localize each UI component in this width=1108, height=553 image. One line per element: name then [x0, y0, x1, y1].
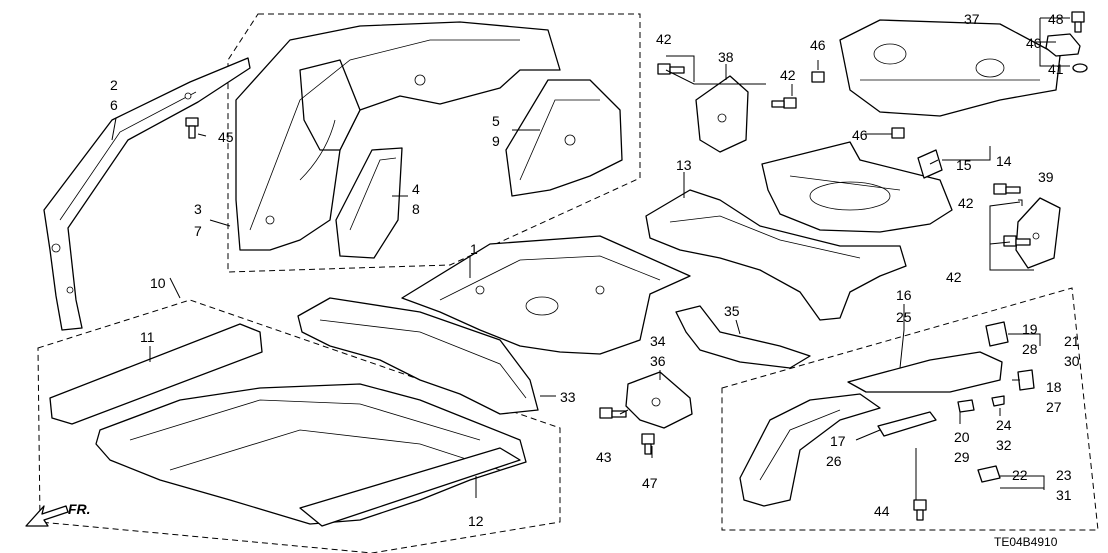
callout-12: 12: [468, 513, 484, 529]
callout-30: 30: [1064, 353, 1080, 369]
callout-7: 7: [194, 223, 202, 239]
side-bracket-part: [1015, 197, 1061, 269]
callout-28: 28: [1022, 341, 1038, 357]
callout-39: 39: [1038, 169, 1054, 185]
callout-34: 34: [650, 333, 666, 349]
callout-48: 48: [1048, 11, 1064, 27]
callout-40: 40: [1026, 35, 1042, 51]
bolt-47: [641, 433, 655, 455]
callout-11: 11: [140, 329, 155, 345]
front-label: FR.: [68, 501, 91, 517]
front-pillar-part: [43, 57, 251, 331]
callout-18: 18: [1046, 379, 1062, 395]
side-sill-part: [49, 323, 527, 527]
callout-26: 26: [826, 453, 842, 469]
rear-inner-panel-part: [235, 21, 561, 251]
callout-5: 5: [492, 113, 500, 129]
callout-43: 43: [596, 449, 612, 465]
callout-42-b: 42: [780, 67, 796, 83]
callout-44: 44: [874, 503, 890, 519]
callout-1: 1: [470, 241, 478, 257]
callout-24: 24: [996, 417, 1012, 433]
callout-42-d: 42: [946, 269, 962, 285]
callout-46-b: 46: [852, 127, 868, 143]
rear-frame-part: [645, 189, 907, 321]
bolt-46-mid: [891, 127, 905, 139]
front-arrow-icon: [25, 505, 69, 527]
callout-16: 16: [896, 287, 912, 303]
bolt-46-top: [811, 71, 825, 83]
callout-36: 36: [650, 353, 666, 369]
callout-3: 3: [194, 201, 202, 217]
callout-33: 33: [560, 389, 576, 405]
clip-part: [1045, 33, 1081, 57]
rear-small-brackets: [957, 321, 1035, 483]
bolt-42-top: [657, 63, 685, 75]
callout-19: 19: [1022, 321, 1038, 337]
callout-21: 21: [1064, 333, 1080, 349]
callout-8: 8: [412, 201, 420, 217]
floor-panel-part: [401, 235, 691, 355]
rear-floor-part: [761, 141, 953, 233]
callout-38: 38: [718, 49, 734, 65]
group-box-rear-panel: [227, 13, 641, 273]
callout-22: 22: [1012, 467, 1028, 483]
callout-14: 14: [996, 153, 1012, 169]
crossmember-bracket-part: [625, 371, 693, 429]
callout-47: 47: [642, 475, 658, 491]
diagram-code: TE04B4910: [994, 535, 1058, 549]
leader-lines: [111, 17, 1070, 500]
bolt-45: [185, 117, 199, 139]
bolt-44: [913, 499, 927, 521]
callout-10: 10: [150, 275, 166, 291]
rear-wheelhouse-part: [505, 79, 623, 197]
callout-27: 27: [1046, 399, 1062, 415]
callout-2: 2: [110, 77, 118, 93]
callout-35: 35: [724, 303, 740, 319]
rear-shelf-part: [839, 19, 1061, 117]
callout-31: 31: [1056, 487, 1072, 503]
callout-6: 6: [110, 97, 118, 113]
bolt-42-right-bottom: [1003, 235, 1031, 247]
callout-17: 17: [830, 433, 846, 449]
callout-labels: 1 2 3 4 5 6 7 8 9 10 11 12 13 14 15 16 1…: [110, 11, 1080, 529]
middle-crossmember-part: [297, 297, 539, 415]
group-box-floor-side: [37, 299, 561, 553]
callout-25: 25: [896, 309, 912, 325]
callout-45: 45: [218, 129, 234, 145]
floor-cross-part: [675, 305, 811, 369]
callout-41: 41: [1048, 61, 1064, 77]
bolt-icon: [185, 11, 1088, 521]
bolt-48: [1071, 11, 1085, 33]
callout-32: 32: [996, 437, 1012, 453]
callout-29: 29: [954, 449, 970, 465]
bolt-42-mid: [771, 97, 797, 109]
bolt-42-right-top: [993, 183, 1021, 195]
rear-frame-assembly-part: [739, 351, 1003, 507]
callout-23: 23: [1056, 467, 1072, 483]
callout-20: 20: [954, 429, 970, 445]
callout-42-a: 42: [656, 31, 672, 47]
callout-4: 4: [412, 181, 420, 197]
wheelhouse-bracket-part: [335, 147, 403, 259]
bolt-43: [599, 407, 627, 419]
group-box-rear-frame: [721, 287, 1099, 531]
callout-42-c: 42: [958, 195, 974, 211]
nut-41: [1072, 63, 1088, 73]
callout-37: 37: [964, 11, 980, 27]
callout-13: 13: [676, 157, 692, 173]
callout-15: 15: [956, 157, 972, 173]
callout-9: 9: [492, 133, 500, 149]
callout-46-a: 46: [810, 37, 826, 53]
shelf-bracket-part: [695, 75, 749, 153]
